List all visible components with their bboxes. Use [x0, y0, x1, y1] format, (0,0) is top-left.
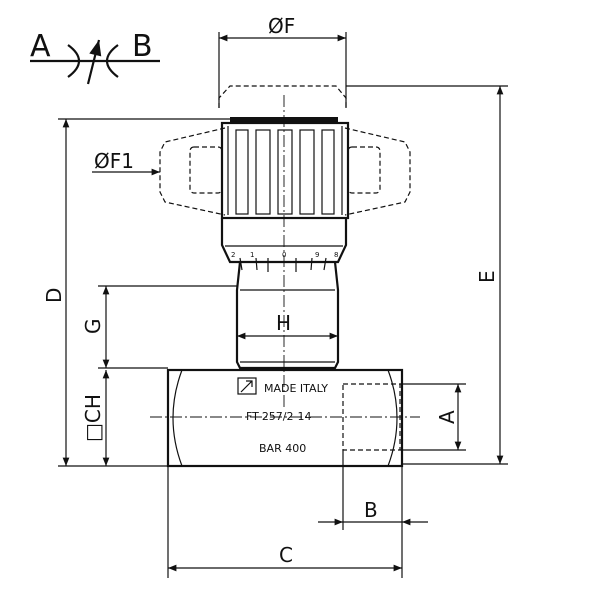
svg-text:9: 9 [315, 251, 319, 259]
threaded-neck: H [235, 261, 340, 370]
svg-text:A: A [435, 410, 459, 424]
dimension-diameter-f: ØF [218, 14, 347, 108]
svg-text:1: 1 [250, 251, 254, 259]
dimension-g: G [81, 285, 237, 369]
manufacturer-logo-icon [237, 377, 257, 395]
svg-text:B: B [364, 498, 378, 522]
marking-made-italy: MADE ITALY [264, 382, 328, 395]
svg-text:G: G [81, 319, 105, 335]
flow-control-symbol-icon: A B [30, 29, 160, 85]
marking-pressure: BAR 400 [259, 442, 306, 455]
svg-text:ØF: ØF [268, 14, 295, 38]
svg-text:H: H [276, 311, 291, 335]
adjustment-knob [220, 117, 350, 264]
dimension-diameter-f1: ØF1 [92, 149, 160, 176]
dimension-d: D [42, 118, 230, 467]
marking-model: FT-257/2-14 [246, 410, 311, 423]
svg-text:E: E [475, 270, 499, 283]
dimension-b: B [318, 450, 428, 578]
knob-wings [159, 127, 411, 216]
valve-body: MADE ITALY FT-257/2-14 BAR 400 [166, 368, 404, 468]
dimension-c: C [167, 466, 402, 578]
svg-text:8: 8 [334, 251, 338, 259]
svg-text:ØF1: ØF1 [94, 149, 134, 173]
svg-text:2: 2 [231, 251, 235, 259]
svg-text:□CH: □CH [81, 394, 105, 442]
svg-text:C: C [279, 543, 293, 567]
dimension-a: A [400, 383, 466, 451]
symbol-port-a: A [30, 29, 51, 64]
dimension-e: E [402, 85, 508, 465]
svg-text:D: D [42, 288, 66, 303]
symbol-port-b: B [132, 29, 153, 64]
dimension-ch: □CH [81, 370, 110, 466]
